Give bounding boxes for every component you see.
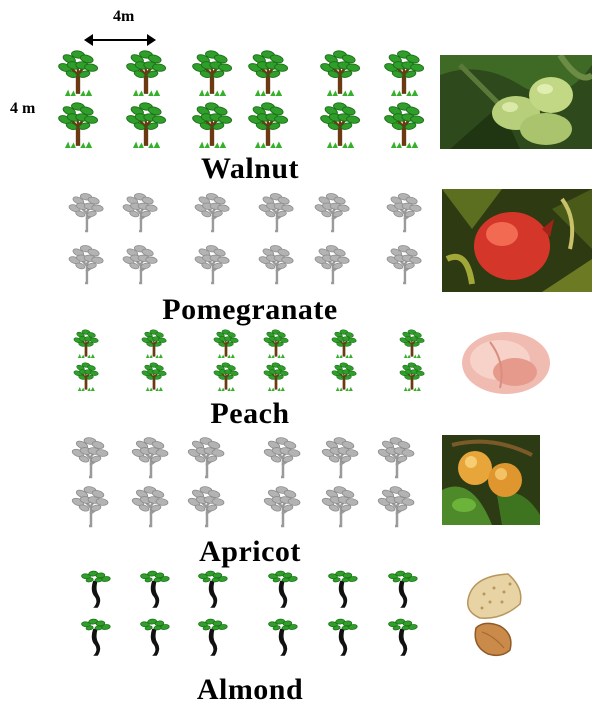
tree-icon (70, 435, 110, 479)
tree-icon (70, 484, 110, 528)
tree-icon (194, 612, 230, 660)
tree-icon (312, 191, 352, 233)
tree-icon (136, 612, 172, 660)
tree-icon (260, 361, 292, 391)
tree-icon (382, 48, 426, 96)
tree-icon (264, 564, 300, 612)
tree-icon (312, 243, 352, 285)
tree-icon (384, 612, 420, 660)
tree-icon (130, 484, 170, 528)
horizontal-spacing-label: 4m (113, 8, 134, 26)
tree-icon (396, 361, 428, 391)
tree-icon (66, 191, 106, 233)
tree-icon (262, 435, 302, 479)
tree-icon (66, 243, 106, 285)
tree-icon (77, 564, 113, 612)
tree-icon (396, 328, 428, 358)
tree-icon (384, 191, 424, 233)
tree-icon (120, 191, 160, 233)
tree-icon (328, 328, 360, 358)
tree-icon (192, 191, 232, 233)
tree-icon (376, 435, 416, 479)
tree-icon (194, 564, 230, 612)
tree-icon (124, 48, 168, 96)
apricot-photo (442, 435, 540, 525)
tree-icon (256, 191, 296, 233)
tree-icon (138, 361, 170, 391)
crop-label-peach: Peach (0, 397, 500, 431)
pomegranate-photo (442, 189, 592, 292)
tree-icon (190, 100, 234, 148)
tree-icon (124, 100, 168, 148)
tree-icon (246, 100, 290, 148)
tree-icon (320, 484, 360, 528)
tree-icon (328, 361, 360, 391)
tree-icon (210, 361, 242, 391)
tree-icon (120, 243, 160, 285)
tree-icon (384, 564, 420, 612)
tree-icon (382, 100, 426, 148)
vertical-spacing-label: 4 m (10, 100, 35, 118)
tree-icon (262, 484, 302, 528)
tree-icon (186, 435, 226, 479)
tree-icon (70, 361, 102, 391)
tree-icon (256, 243, 296, 285)
tree-icon (324, 612, 360, 660)
crop-label-apricot: Apricot (0, 535, 500, 569)
crop-label-pomegranate: Pomegranate (0, 293, 500, 327)
tree-icon (210, 328, 242, 358)
tree-icon (138, 328, 170, 358)
tree-icon (56, 48, 100, 96)
tree-icon (264, 612, 300, 660)
tree-icon (260, 328, 292, 358)
walnut-photo (440, 55, 592, 149)
tree-icon (320, 435, 360, 479)
tree-icon (246, 48, 290, 96)
tree-icon (130, 435, 170, 479)
crop-label-walnut: Walnut (0, 152, 500, 186)
spacing-arrow-icon (84, 30, 156, 50)
crop-label-almond: Almond (0, 673, 500, 707)
tree-icon (324, 564, 360, 612)
tree-icon (384, 243, 424, 285)
tree-icon (56, 100, 100, 148)
tree-icon (318, 48, 362, 96)
tree-icon (190, 48, 234, 96)
tree-icon (318, 100, 362, 148)
tree-icon (192, 243, 232, 285)
almond-photo (462, 570, 528, 660)
tree-icon (136, 564, 172, 612)
tree-icon (376, 484, 416, 528)
peach-photo (460, 330, 552, 396)
tree-icon (70, 328, 102, 358)
tree-icon (186, 484, 226, 528)
tree-icon (77, 612, 113, 660)
